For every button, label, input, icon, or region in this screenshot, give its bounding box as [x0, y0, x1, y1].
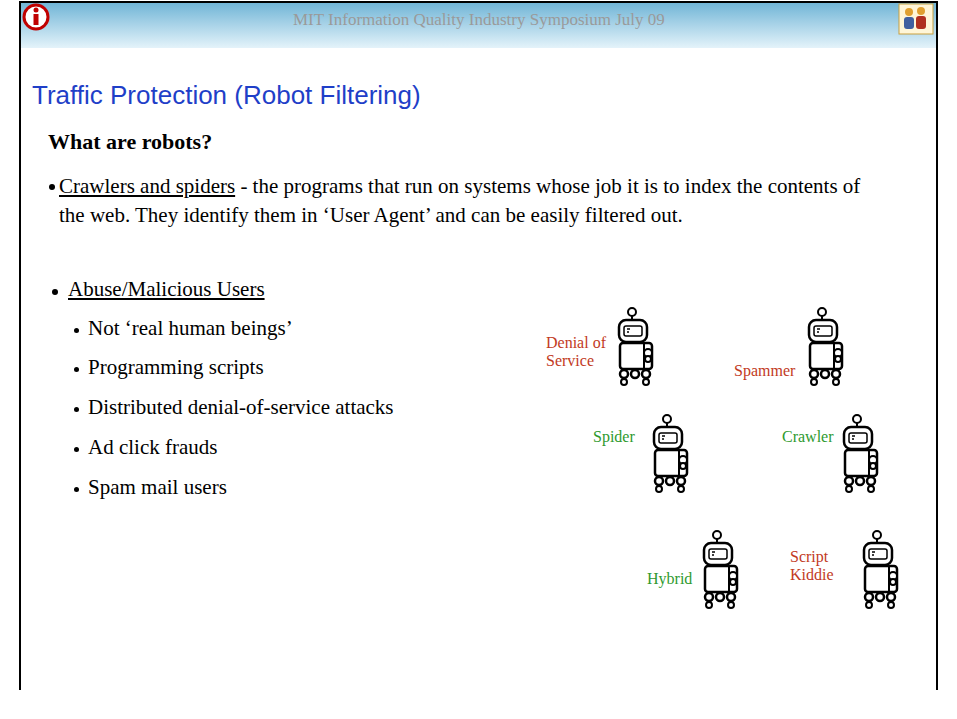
bullet-text: Not ‘real human beings’ [88, 316, 293, 340]
header-band [20, 2, 937, 48]
robot-figure [704, 531, 737, 608]
bullet-heading: Abuse/Malicious Users [68, 277, 265, 301]
bullet-dot [74, 447, 79, 452]
robot-label: Spammer [734, 362, 795, 380]
bullet-text: Distributed denial-of-service attacks [88, 395, 394, 419]
robot-figure [619, 308, 652, 385]
slide-title: Traffic Protection (Robot Filtering) [32, 80, 421, 111]
bullet-text: Programming scripts [88, 355, 264, 379]
robot-label: Denial of Service [546, 334, 616, 371]
robot-figure [844, 415, 877, 492]
robot-figure [864, 531, 897, 608]
robot-label: Spider [593, 428, 635, 446]
bullet-dot [52, 289, 58, 295]
bullet-dot [74, 487, 79, 492]
section-heading: What are robots? [48, 129, 212, 154]
slide-frame [20, 2, 937, 690]
bullet-heading: Crawlers and spiders [59, 174, 235, 198]
bullet-text: Ad click frauds [88, 435, 217, 459]
robot-label: Script Kiddie [790, 548, 850, 585]
robot-figure [654, 415, 687, 492]
bullet-dot [49, 184, 55, 190]
logo-icon [24, 5, 48, 29]
bullet-dot [74, 367, 79, 372]
bullet-dot [74, 407, 79, 412]
bullet-text: Spam mail users [88, 475, 227, 499]
bullet-dot [74, 328, 79, 333]
robot-label: Hybrid [647, 570, 692, 588]
people-icon [899, 4, 933, 34]
robot-label: Crawler [782, 428, 834, 446]
header-text: MIT Information Quality Industry Symposi… [293, 10, 665, 30]
robot-figure [809, 308, 842, 385]
bullet-paragraph: Crawlers and spiders- the programs that … [59, 172, 891, 230]
